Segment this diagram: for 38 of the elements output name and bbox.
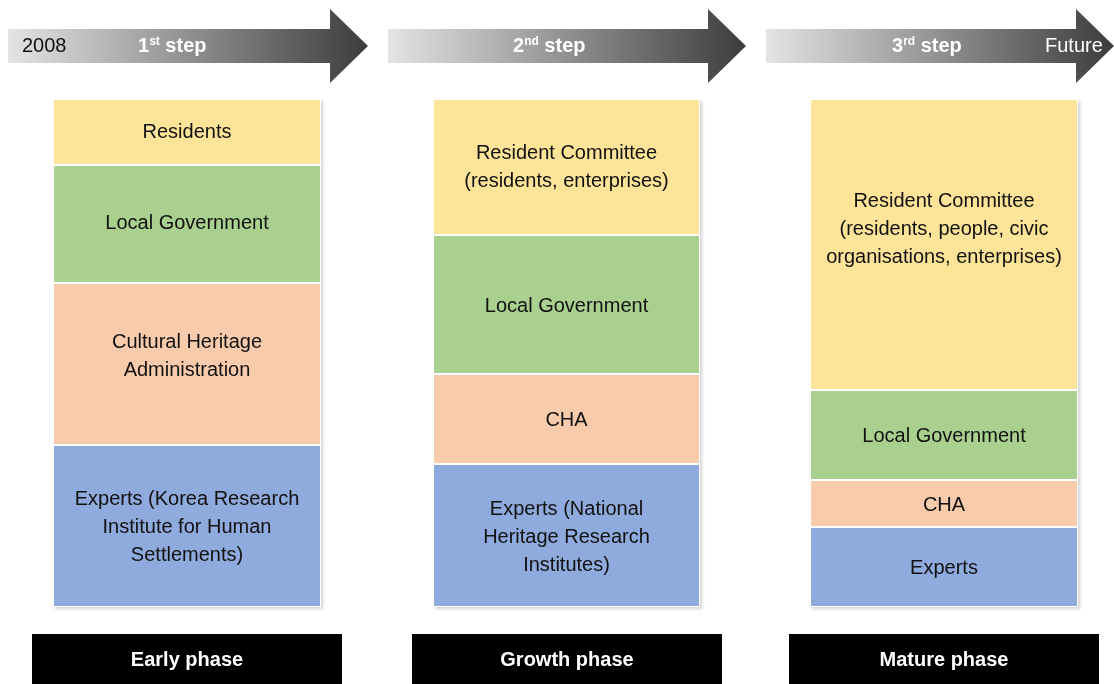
stakeholder-block: [433, 464, 700, 607]
year-label: 2008: [22, 33, 67, 57]
stakeholder-label: Experts (Korea Research Institute for Human Settlements): [73, 486, 301, 567]
phase-bar: [412, 634, 722, 684]
stakeholder-label: Cultural Heritage Administration: [110, 329, 264, 382]
step-label: 2$^{nd}$ step: [513, 33, 586, 57]
stakeholder-block: [810, 390, 1078, 480]
stakeholder-block: [433, 99, 700, 235]
stakeholder-label: CHA: [545, 406, 588, 432]
stakeholder-label: Local Government: [862, 423, 1026, 448]
stakeholder-label: Experts: [910, 555, 978, 580]
step-label: 3$^{rd}$ step: [892, 33, 962, 57]
phase-bar: [789, 634, 1099, 684]
stakeholder-block: [810, 480, 1078, 527]
stakeholder-label: Resident Committee (residents, enterprises): [463, 140, 670, 193]
phase-label: Mature phase: [879, 647, 1009, 671]
stakeholder-block: [53, 99, 321, 165]
stakeholder-block: [53, 283, 321, 445]
phase-bar: [32, 634, 342, 684]
phase-label: Growth phase: [500, 647, 634, 671]
step-banner: [388, 9, 746, 83]
stakeholder-label: Experts (National Heritage Research Institutes): [482, 495, 651, 577]
step-label: 1$^{st}$ step: [138, 33, 207, 57]
stakeholder-label: Local Government: [484, 292, 649, 318]
stakeholder-block: [53, 445, 321, 607]
stakeholder-label: Local Government: [105, 210, 269, 235]
future-label: Future: [1045, 33, 1103, 57]
stakeholder-block: [433, 235, 700, 374]
stakeholder-label: CHA: [922, 491, 966, 517]
stakeholder-block: [810, 527, 1078, 607]
stakeholder-label: Residents: [142, 119, 232, 144]
phase-label: Early phase: [130, 647, 244, 671]
stakeholder-block: [810, 99, 1078, 390]
stakeholder-block: [53, 165, 321, 283]
step-banner: [8, 9, 368, 83]
stakeholder-block: [433, 374, 700, 464]
step-banner: [766, 9, 1114, 83]
stakeholder-label: Resident Committee (residents, people, civic organisations, enterprises): [825, 188, 1063, 269]
